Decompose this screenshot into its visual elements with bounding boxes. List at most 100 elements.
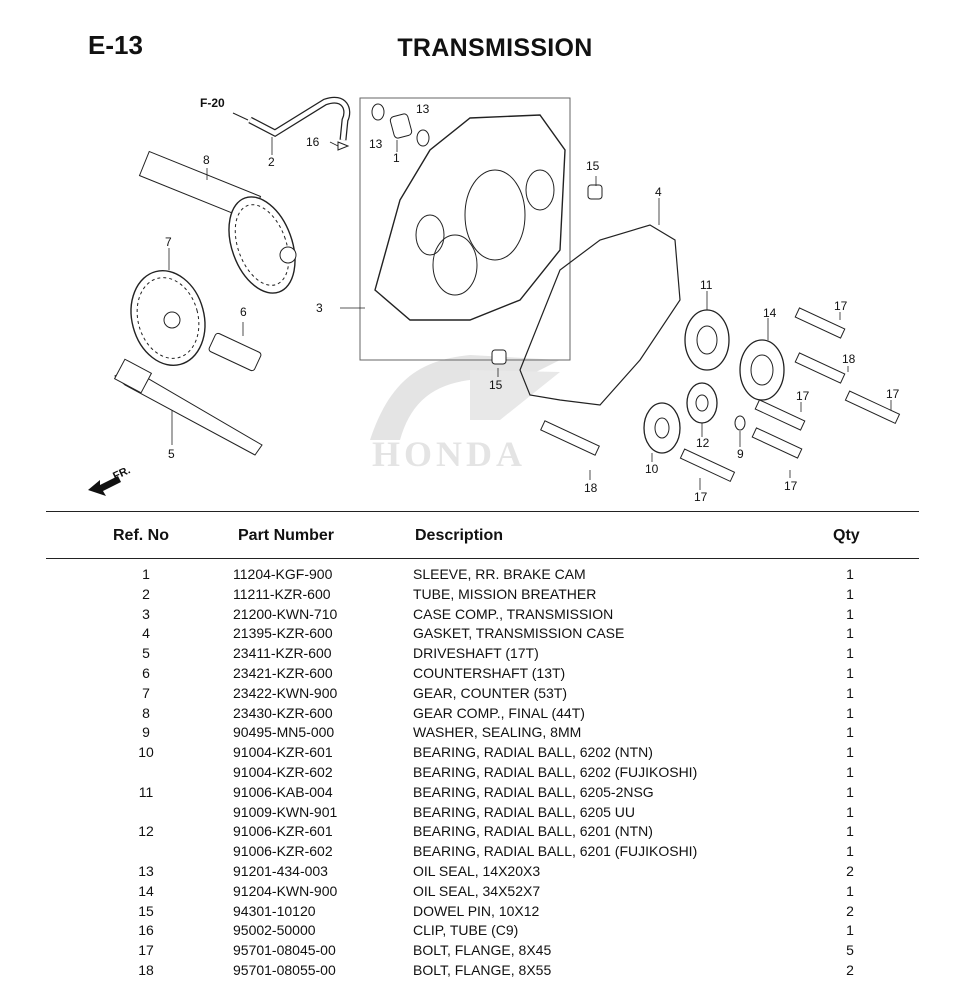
description-cell: BEARING, RADIAL BALL, 6201 (NTN) xyxy=(413,823,653,840)
qty-cell: 1 xyxy=(846,704,854,721)
ref-label: F-20 xyxy=(200,96,225,110)
header-qty: Qty xyxy=(833,527,860,544)
page-title: TRANSMISSION xyxy=(397,34,593,62)
page-code: E-13 xyxy=(88,30,143,60)
ref-cell: 17 xyxy=(138,942,154,959)
description-cell: OIL SEAL, 34X52X7 xyxy=(413,882,541,899)
description-cell: COUNTERSHAFT (13T) xyxy=(413,664,566,681)
description-cell: GEAR COMP., FINAL (44T) xyxy=(413,704,585,721)
callout: 18 xyxy=(842,352,856,366)
qty-cell: 1 xyxy=(846,585,854,602)
callout: 13 xyxy=(416,102,430,116)
counter-gear xyxy=(130,270,206,366)
bearing-10 xyxy=(643,402,681,454)
qty-cell: 2 xyxy=(846,961,854,978)
qty-cell: 1 xyxy=(846,882,854,899)
callout: 2 xyxy=(268,155,275,169)
callout: 1 xyxy=(393,151,400,165)
ref-cell: 15 xyxy=(138,902,154,919)
callout: 15 xyxy=(489,378,503,392)
part-number-cell: 94301-10120 xyxy=(233,902,316,919)
description-cell: BEARING, RADIAL BALL, 6205-2NSG xyxy=(413,783,654,800)
qty-cell: 1 xyxy=(846,605,854,622)
flange-bolts xyxy=(540,307,901,483)
ref-cell: 8 xyxy=(142,704,150,721)
callout: 17 xyxy=(796,389,810,403)
honda-watermark: HONDA xyxy=(370,355,560,474)
callout: 5 xyxy=(168,447,175,461)
callout: 15 xyxy=(586,159,600,173)
ref-cell: 11 xyxy=(138,783,154,800)
oil-seal-14 xyxy=(739,339,785,401)
callout: 17 xyxy=(694,490,708,504)
callout: 18 xyxy=(584,481,598,495)
countershaft xyxy=(208,332,262,372)
part-number-cell: 11211-KZR-600 xyxy=(233,585,331,602)
description-cell: CASE COMP., TRANSMISSION xyxy=(413,605,614,622)
part-number-cell: 23430-KZR-600 xyxy=(233,704,333,721)
qty-cell: 2 xyxy=(846,862,854,879)
gasket xyxy=(519,224,681,406)
qty-cell: 1 xyxy=(846,724,854,741)
part-number-cell: 23421-KZR-600 xyxy=(233,664,333,681)
ref-cell: 7 xyxy=(142,684,150,701)
ref-cell: 16 xyxy=(138,922,154,939)
callout: 9 xyxy=(737,447,744,461)
header-description: Description xyxy=(415,527,504,544)
ref-cell: 3 xyxy=(142,605,150,622)
callout: 8 xyxy=(203,153,210,167)
transmission-case xyxy=(374,114,566,321)
callout: 17 xyxy=(834,299,848,313)
callout: 3 xyxy=(316,301,323,315)
description-cell: BEARING, RADIAL BALL, 6201 (FUJIKOSHI) xyxy=(413,843,698,860)
description-cell: CLIP, TUBE (C9) xyxy=(413,922,519,939)
description-cell: BEARING, RADIAL BALL, 6202 (FUJIKOSHI) xyxy=(413,763,698,780)
qty-cell: 1 xyxy=(846,625,854,642)
final-gear-shaft xyxy=(138,150,297,294)
header-part-number: Part Number xyxy=(238,527,335,544)
ref-cell: 1 xyxy=(142,566,150,582)
part-number-cell: 23422-KWN-900 xyxy=(233,684,338,701)
description-cell: SLEEVE, RR. BRAKE CAM xyxy=(413,566,586,582)
qty-cell: 1 xyxy=(846,566,854,582)
ref-cell: 13 xyxy=(138,862,154,879)
qty-cell: 1 xyxy=(846,783,854,800)
description-cell: WASHER, SEALING, 8MM xyxy=(413,724,582,741)
front-label: FR. xyxy=(111,464,132,482)
qty-cell: 1 xyxy=(846,645,854,662)
part-number-cell: 95701-08045-00 xyxy=(233,942,336,959)
front-arrow: FR. xyxy=(88,464,132,496)
description-cell: OIL SEAL, 14X20X3 xyxy=(413,862,541,879)
part-number-cell: 95002-50000 xyxy=(233,922,316,939)
callout: 11 xyxy=(700,278,713,292)
table-top-rule xyxy=(46,511,919,512)
callout: 17 xyxy=(886,387,900,401)
callout: 17 xyxy=(784,479,798,493)
bearing-11 xyxy=(684,309,730,371)
description-cell: TUBE, MISSION BREATHER xyxy=(413,585,597,602)
bearing-12 xyxy=(686,382,718,424)
qty-cell: 2 xyxy=(846,902,854,919)
ref-cell: 14 xyxy=(138,882,154,899)
qty-cell: 1 xyxy=(846,922,854,939)
qty-cell: 1 xyxy=(846,744,854,761)
callout: 13 xyxy=(369,137,383,151)
driveshaft xyxy=(113,358,263,456)
part-number-cell: 91004-KZR-601 xyxy=(233,744,333,761)
callout: 14 xyxy=(763,306,777,320)
part-number-cell: 91004-KZR-602 xyxy=(233,763,333,780)
callout: 4 xyxy=(655,185,662,199)
table-header-rule xyxy=(46,558,919,559)
table-row: 91004-KZR-602 BEARING, RADIAL BALL, 6202 … xyxy=(0,763,973,783)
